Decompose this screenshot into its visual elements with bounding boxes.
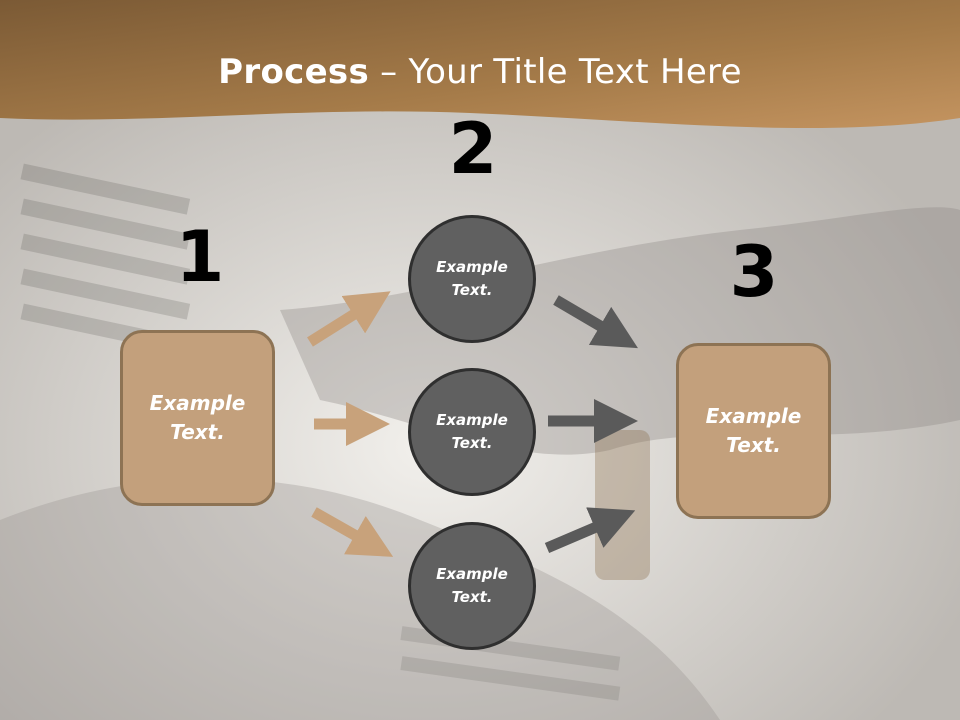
arrow-left-to-top xyxy=(307,291,391,347)
circle-top[interactable]: Example Text. xyxy=(408,215,536,343)
arrow-left-to-bottom xyxy=(311,507,394,557)
title-bold: Process xyxy=(218,52,370,92)
left-step-label: Example Text. xyxy=(149,391,246,444)
arrow-bottom-to-right xyxy=(544,507,636,554)
right-step-label: Example Text. xyxy=(705,404,802,457)
circle-middle[interactable]: Example Text. xyxy=(408,368,536,496)
arrow-top-to-right xyxy=(553,295,638,349)
circle-bottom[interactable]: Example Text. xyxy=(408,522,536,650)
step-number-3: 3 xyxy=(729,231,779,313)
left-step-box[interactable]: Example Text. xyxy=(120,330,275,506)
circle-bottom-label: Example Text. xyxy=(436,565,508,606)
circle-top-label: Example Text. xyxy=(436,258,508,299)
title-rest: – Your Title Text Here xyxy=(369,52,742,92)
step-number-2: 2 xyxy=(448,108,498,190)
circle-middle-label: Example Text. xyxy=(436,411,508,452)
right-step-box[interactable]: Example Text. xyxy=(676,343,831,519)
slide-title: Process – Your Title Text Here xyxy=(0,52,960,92)
step-number-1: 1 xyxy=(175,216,225,298)
